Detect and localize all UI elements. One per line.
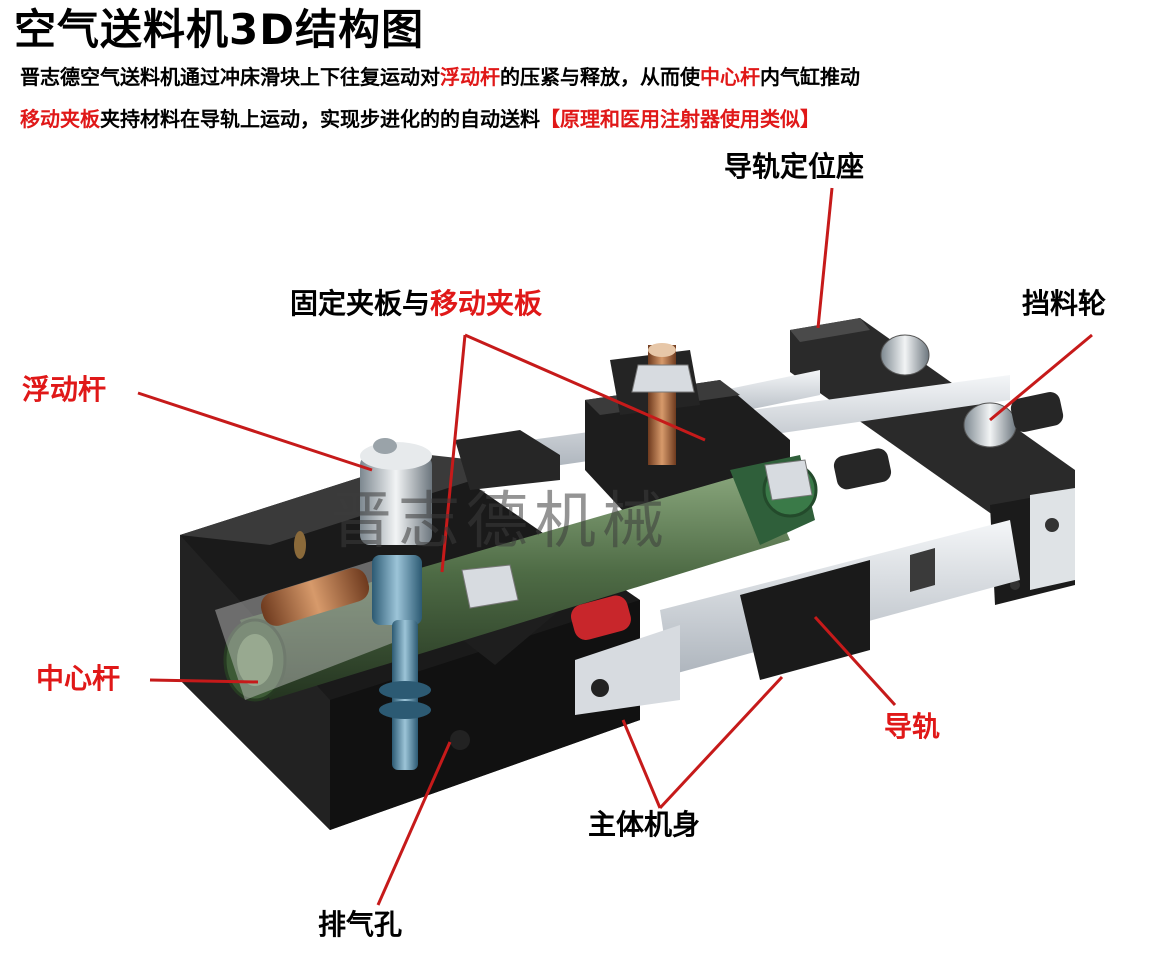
label-guide-rail: 导轨	[884, 710, 941, 743]
desc-highlight-principle: 【原理和医用注射器使用类似】	[540, 107, 820, 131]
leader-stop-wheel	[989, 333, 1093, 422]
label-exhaust-hole: 排气孔	[318, 908, 403, 941]
desc-highlight-moving-plate: 移动夹板	[20, 107, 100, 131]
leader-guide-rail	[813, 615, 897, 707]
leader-moving-clamp-plate	[464, 333, 706, 442]
watermark: 晋志德机械	[330, 484, 671, 557]
desc-text: 夹持材料在导轨上运动，实现步进化的的自动送料	[100, 107, 540, 131]
exhaust-port-hole	[450, 730, 470, 750]
label-floating-rod: 浮动杆	[22, 373, 107, 406]
label-center-rod: 中心杆	[36, 662, 121, 695]
floating-rod	[360, 438, 432, 770]
leader-main-body-left	[621, 719, 662, 809]
label-clamp-plates: 固定夹板与移动夹板	[290, 287, 542, 321]
desc-text: 内气缸推动	[760, 65, 860, 89]
desc-highlight-floating-rod: 浮动杆	[440, 65, 500, 89]
label-stop-wheel: 挡料轮	[1022, 287, 1107, 320]
leader-fixed-clamp-plate	[440, 334, 467, 573]
leader-guide-rail-seat	[816, 187, 834, 329]
desc-text: 晋志德空气送料机通过冲床滑块上下往复运动对	[20, 65, 440, 89]
desc-highlight-center-rod: 中心杆	[700, 65, 760, 89]
description-line-2: 移动夹板夹持材料在导轨上运动，实现步进化的的自动送料【原理和医用注射器使用类似】	[20, 106, 820, 132]
label-guide-rail-seat: 导轨定位座	[724, 150, 865, 183]
leader-exhaust-hole	[376, 741, 452, 906]
desc-text: 的压紧与释放，从而使	[500, 65, 700, 89]
label-main-body: 主体机身	[588, 808, 701, 841]
description-line-1: 晋志德空气送料机通过冲床滑块上下往复运动对浮动杆的压紧与释放，从而使中心杆内气缸…	[20, 64, 860, 90]
top-bolts	[294, 343, 813, 640]
leader-floating-rod	[137, 391, 373, 472]
leader-main-body-right	[658, 675, 784, 810]
label-fixed-clamp-plate: 固定夹板与	[290, 287, 431, 320]
leader-center-rod	[149, 678, 259, 684]
label-moving-clamp-plate: 移动夹板	[430, 287, 543, 320]
leader-lines	[137, 187, 1093, 906]
stop-wheel-assembly	[833, 334, 1064, 490]
page-title: 空气送料机3D结构图	[14, 5, 425, 54]
